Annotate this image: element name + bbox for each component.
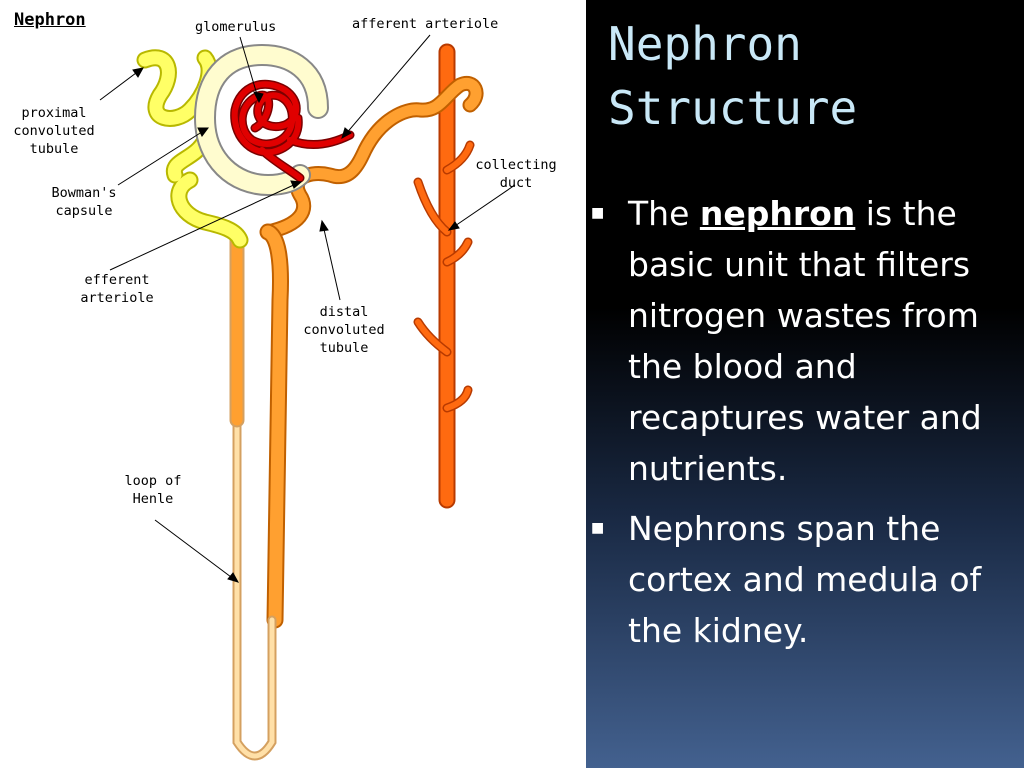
label-proximal-convoluted-tubule: proximal convoluted tubule — [13, 105, 95, 157]
label-collecting-duct: collecting duct — [475, 157, 557, 191]
bullet-nephron-span: ■ Nephrons span the cortex and medula of… — [591, 503, 1008, 656]
slide-title-line2: Structure — [608, 81, 858, 135]
label-distal-convoluted-tubule: distal convoluted tubule — [303, 304, 385, 356]
label-loop-of-henle: loop of Henle — [124, 473, 182, 507]
diagram-title: Nephron — [14, 10, 86, 30]
text-panel: Nephron Structure ■ The nephron is the b… — [586, 0, 1024, 768]
bullet1-text: is the basic unit that filters nitrogen … — [628, 194, 982, 488]
bullet-marker-icon: ■ — [591, 520, 605, 536]
loop-of-henle-shape — [229, 232, 277, 761]
bullet2-text: Nephrons span the cortex and medula of t… — [628, 509, 982, 650]
pointer-lines — [99, 34, 516, 583]
label-efferent-arteriole: efferent arteriole — [80, 272, 154, 306]
slide-title: Nephron Structure — [608, 12, 857, 140]
bullet1-keyword: nephron — [699, 194, 856, 233]
label-bowmans-capsule: Bowman's capsule — [51, 185, 117, 219]
proximal-tubule-shape — [136, 49, 249, 249]
label-glomerulus: glomerulus — [195, 19, 277, 35]
collecting-duct-shape — [413, 43, 475, 509]
slide-title-line1: Nephron — [608, 17, 802, 71]
bullet-marker-icon: ■ — [591, 205, 605, 221]
nephron-illustration — [99, 34, 516, 761]
bullet-nephron-definition: ■ The nephron is the basic unit that fil… — [591, 188, 1008, 494]
nephron-diagram: Nephron glomerulus afferent arteriole pr… — [0, 0, 586, 768]
label-afferent-arteriole: afferent arteriole — [352, 16, 499, 32]
glomerulus-shape — [230, 79, 355, 183]
bullet1-prefix: The — [628, 194, 700, 233]
bowmans-capsule-shape — [193, 43, 329, 197]
distal-tubule-shape — [259, 75, 484, 629]
